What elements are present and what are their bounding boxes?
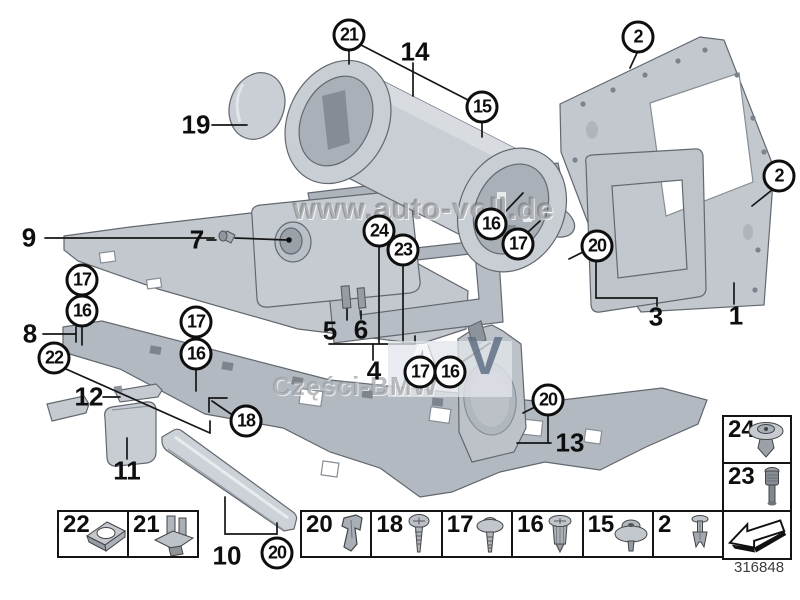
fastener-callout-17-armrest: 17 [501, 227, 535, 261]
legend-group-right: 24 23 [722, 415, 792, 560]
legend-num-2: 2 [657, 511, 672, 538]
tapping-screw-icon [408, 514, 430, 553]
main-carrier-part-8 [62, 320, 708, 498]
legend-box-21: 21 [127, 510, 199, 558]
fastener-callout-16-mid: 16 [179, 337, 213, 371]
frame-part-3 [585, 148, 707, 313]
part-label-7: 7 [189, 224, 205, 255]
part-label-11: 11 [113, 455, 141, 486]
fastener-callout-2-right: 2 [762, 159, 796, 193]
washer-screw-icon [476, 517, 504, 553]
legend-num-16: 16 [517, 511, 544, 538]
part-label-8: 8 [22, 318, 38, 349]
trim-end-piece [46, 395, 90, 422]
diagram-number: 316848 [734, 559, 785, 576]
fastener-callout-22: 22 [37, 341, 71, 375]
legend-num-17: 17 [446, 511, 474, 538]
fastener-callout-23: 23 [386, 233, 420, 267]
legend-box-16: 16 [511, 510, 584, 558]
part-label-3: 3 [648, 301, 664, 332]
screw-part-7 [218, 230, 236, 244]
grommet-icon [614, 519, 648, 552]
watermark-site-text: www.auto-voll.de [293, 193, 555, 226]
part-label-13: 13 [555, 427, 585, 458]
push-rivet-icon [691, 515, 709, 549]
fastener-callout-20-sill: 20 [260, 536, 294, 570]
fastener-callout-2-top: 2 [621, 20, 655, 54]
part-label-19: 19 [181, 109, 211, 140]
fastener-callout-17-panel: 17 [403, 355, 437, 389]
legend-box-17: 17 [440, 510, 514, 558]
fastener-callout-18: 18 [229, 404, 263, 438]
legend-group-left: 22 21 [57, 510, 199, 558]
legend-box-arrow [722, 510, 792, 560]
legend-box-15: 15 [581, 510, 654, 558]
washer-grommet-icon [748, 422, 784, 458]
direction-arrow-icon [727, 519, 787, 553]
part-label-4: 4 [366, 355, 382, 386]
fastener-callout-16-armrest: 16 [474, 207, 508, 241]
legend-num-21: 21 [133, 511, 160, 538]
legend-box-23: 23 [722, 462, 792, 512]
fastener-callout-15: 15 [465, 90, 499, 124]
clip-part-6 [356, 287, 367, 309]
part-label-1: 1 [728, 300, 744, 331]
fastener-callout-20-panel: 20 [531, 383, 565, 417]
fastener-callout-16-left: 16 [65, 294, 99, 328]
part-label-6: 6 [353, 314, 369, 345]
trim-part-11 [104, 401, 157, 467]
plug-pin-icon [764, 467, 780, 506]
strip-part-12 [113, 383, 163, 403]
legend-num-23: 23 [728, 463, 755, 490]
clip-part-5 [340, 285, 352, 309]
expansion-rivet-icon [548, 515, 572, 554]
sill-strip-part-10 [161, 428, 298, 532]
part-label-10: 10 [212, 540, 242, 571]
part-label-14: 14 [400, 36, 430, 67]
part-label-12: 12 [74, 381, 104, 412]
part-label-9: 9 [21, 222, 37, 253]
legend-num-18: 18 [376, 511, 404, 538]
armrest-part-14 [284, 59, 576, 273]
legend-box-22: 22 [57, 510, 129, 558]
speed-nut-icon [86, 521, 126, 552]
legend-box-18: 18 [370, 510, 443, 558]
legend-box-2: 2 [651, 510, 725, 558]
prong-clip-icon [153, 515, 195, 556]
legend-num-22: 22 [63, 511, 90, 538]
legend-box-24: 24 [722, 415, 792, 464]
fastener-callout-21: 21 [332, 18, 366, 52]
legend-num-20: 20 [306, 511, 333, 538]
edge-clip-icon [341, 514, 364, 552]
fastener-callout-17-mid: 17 [179, 305, 213, 339]
legend-box-20: 20 [300, 510, 373, 558]
fastener-callout-16-panel: 16 [433, 355, 467, 389]
legend-num-15: 15 [587, 511, 615, 538]
watermark-logo-letter-v: V [467, 326, 504, 386]
legend-group-middle: 20 18 17 16 [300, 510, 725, 558]
fastener-callout-20-frame: 20 [580, 229, 614, 263]
part-label-5: 5 [322, 315, 338, 346]
fastener-callout-17-left: 17 [65, 263, 99, 297]
oval-cover-part-19 [228, 72, 286, 140]
